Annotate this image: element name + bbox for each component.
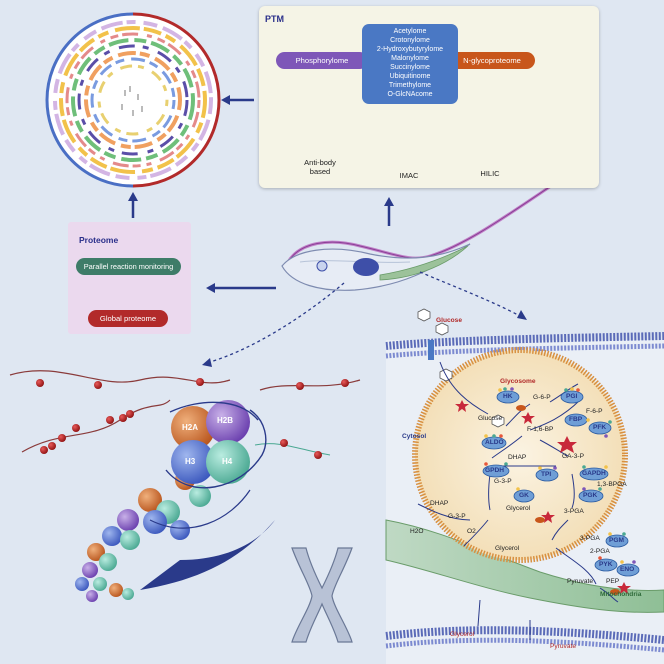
prm-label: Parallel reaction monitoring [76,258,181,275]
metabolite-pyruvate: Pyruvate [567,578,594,585]
enzyme-aldo: ALDO [485,439,504,446]
antibody-method-label: Anti-body based [304,158,336,176]
mitochondria-label: Mitochondria [600,591,642,598]
enzyme-pgi: PGI [566,393,578,400]
metabolite-f6p: F-6-P [586,408,603,415]
enzyme-gk: GK [519,492,529,499]
arrow-parasite-to-ptm [384,197,394,226]
enzyme-gpdh: GPDH [485,467,505,474]
metabolite-glycerol-out: Glycerol [495,545,520,552]
enzyme-gapdh: GAPDH [582,470,606,477]
metabolite-pep: PEP [606,578,620,585]
arrow-ptm-to-circos [221,95,254,105]
dotted-arrow-to-chromatin [202,282,345,367]
metabolite-dhap: DHAP [508,454,527,461]
metabolite-glucose-in: Glucose [478,415,503,422]
pyruvate-export-label: Pyruvate [550,643,577,650]
ptm-item: O-GlcNAcome [387,91,433,98]
ptm-title: PTM [265,14,284,24]
dotted-arrow-to-metabolism [419,271,527,320]
metabolite-3pga-out: 3-PGA [580,535,600,542]
enzyme-hk: HK [503,393,513,400]
circos-plot [45,12,221,188]
metabolite-dhap-out: DHAP [430,500,449,507]
metabolite-2pga: 2-PGA [590,548,610,555]
metabolite-o2: O2 [467,528,476,535]
ptm-item: Crotonylome [390,37,430,44]
metabolite-13bpga: 1,3-BPGA [597,481,627,488]
metabolite-g3p-out: G-3-P [448,513,466,520]
enzyme-pyk: PYK [599,561,613,568]
histone-h3-label: H3 [185,457,196,466]
metabolite-f16bp: F-1,6-BP [527,426,554,433]
arrow-proteome-to-circos [128,192,138,218]
trypanosome-parasite [281,168,576,291]
metabolite-ga3p: GA-3-P [562,453,584,460]
proteome-panel: Proteome Parallel reaction monitoring Gl… [68,222,191,334]
metabolism-scene [385,308,664,664]
arrow-parasite-to-proteome [206,283,276,293]
enzyme-pfk: PFK [593,424,607,431]
metabolite-g3p: G-3-P [494,478,512,485]
hilic-method-label: HILIC [480,169,500,178]
histone-h4-label: H4 [222,457,233,466]
ptm-item: 2-Hydroxybutyrylome [376,46,444,53]
enzyme-pgm: PGM [609,537,625,544]
histone-h2b-label: H2B [217,416,234,425]
enzyme-fbp: FBP [569,416,583,423]
histone-h2a-label: H2A [182,423,199,432]
enzyme-eno: ENO [620,566,635,573]
ptm-panel: PTM Phosphorylome N-glycoproteome Acetyl… [259,6,599,188]
cytosol-label: Cytosol [402,433,427,440]
ptm-item: Trimethylome [388,82,432,89]
metabolite-g6p: G-6-P [533,394,551,401]
chromatin-illustration [9,370,361,643]
phosphorylome-label: Phosphorylome [276,52,368,69]
metabolite-glycerol-in: Glycerol [506,505,531,512]
global-proteome-label: Global proteome [88,310,168,327]
enzyme-tpi: TPI [541,471,552,478]
glycosome-label: Glycosome [500,378,536,385]
glycerol-export-label: Glycerol [450,631,475,638]
ptm-item: Acetylome [393,28,427,35]
metabolite-h2o: H2O [410,528,424,535]
proteome-title: Proteome [79,235,119,245]
metabolite-3pga-in: 3-PGA [564,508,584,515]
glucose-outside-label: Glucose [436,317,463,324]
ptm-item: Ubiquitinome [389,73,431,80]
imac-method-label: IMAC [399,171,419,180]
n-glycoproteome-label: N-glycoproteome [449,52,535,69]
enzyme-pgk: PGK [583,492,598,499]
ptm-item: Malonylome [391,55,429,62]
ptm-item: Succinylome [390,64,430,71]
ptm-modification-list: Acetylome Crotonylome 2-Hydroxybutyrylom… [362,24,458,104]
